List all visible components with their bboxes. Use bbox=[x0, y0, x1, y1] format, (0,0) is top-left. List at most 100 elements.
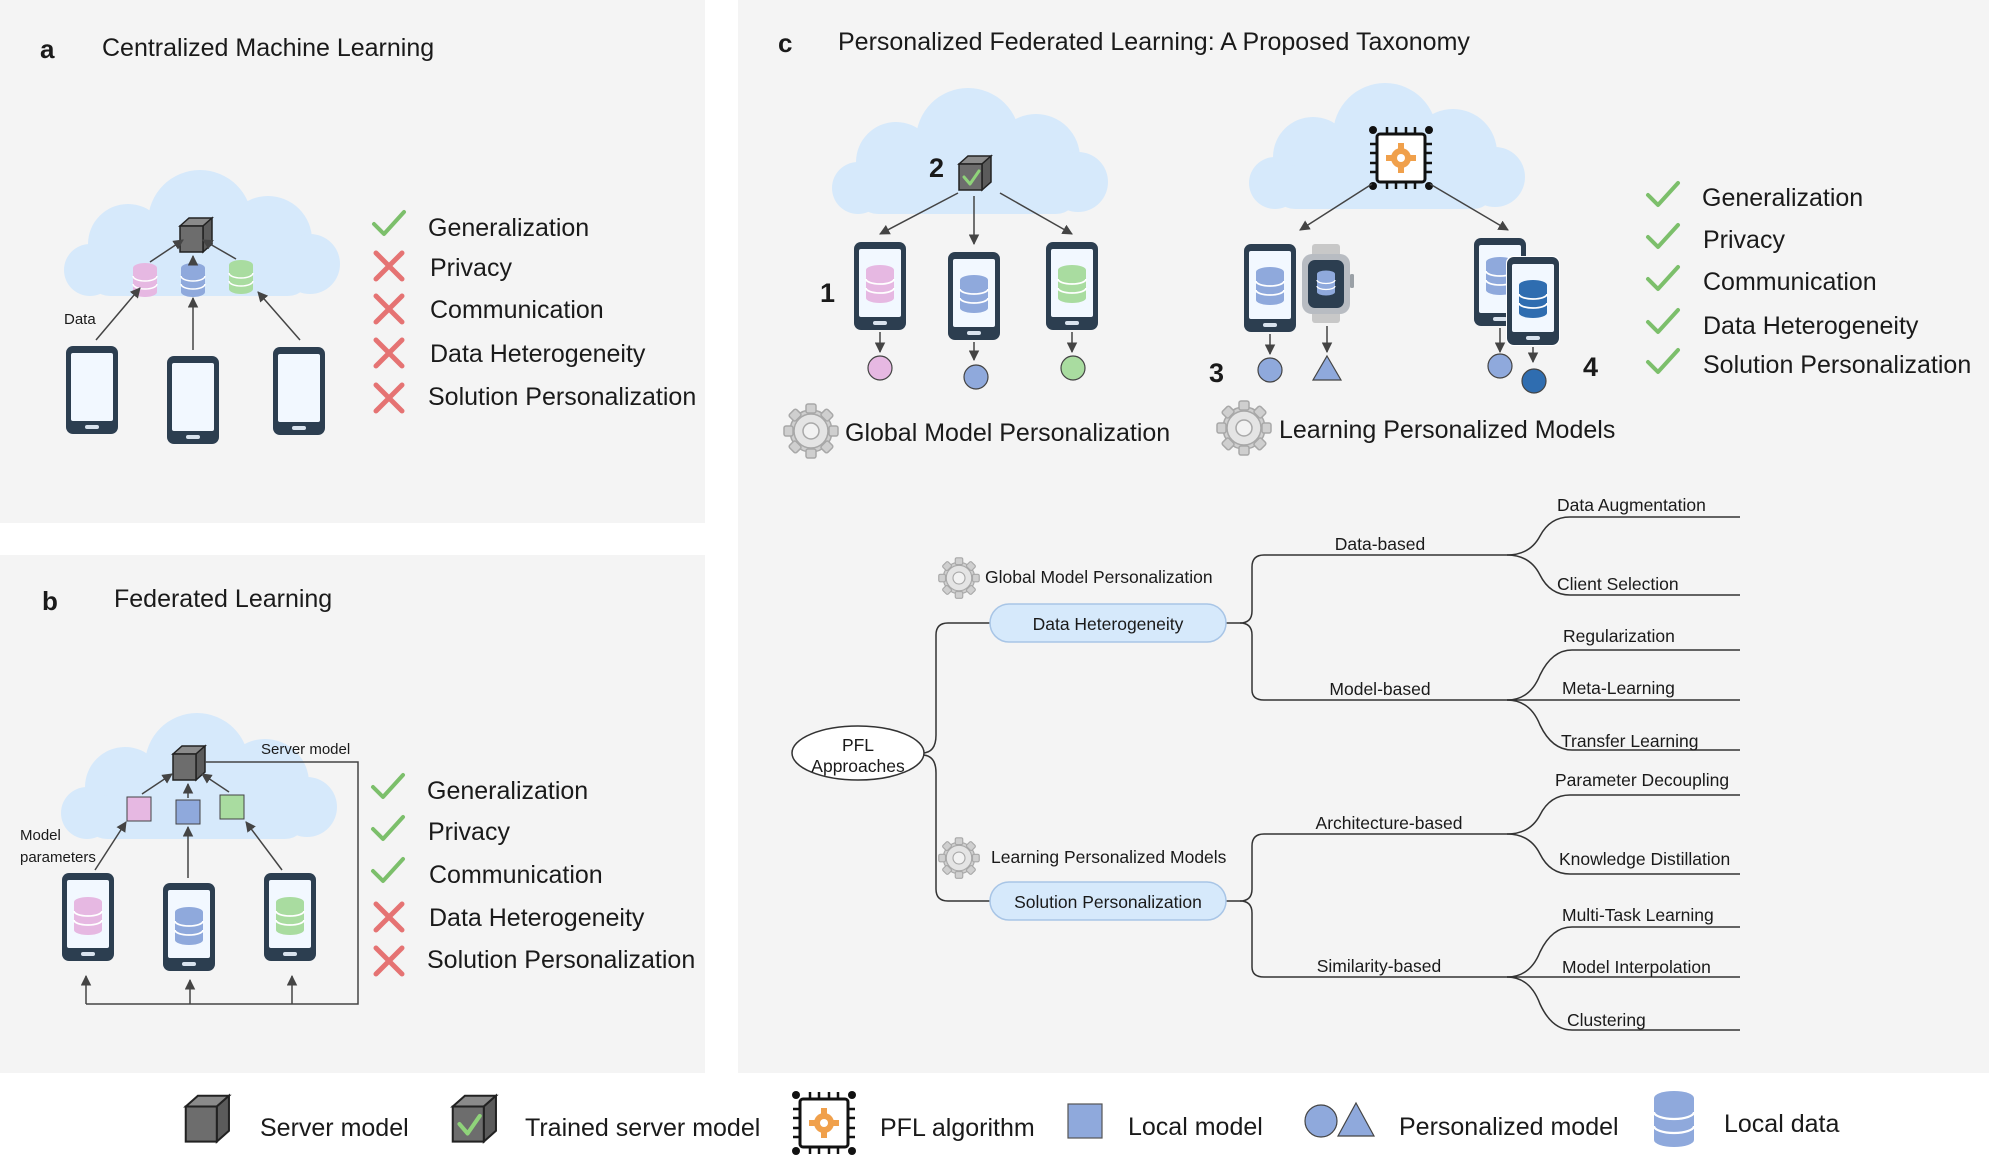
checklist-item: Communication bbox=[1703, 268, 1877, 296]
leaf-label: Clustering bbox=[1567, 1010, 1646, 1030]
personalized-model-circle bbox=[867, 355, 893, 381]
legend: Server model Trained server model PFL al… bbox=[184, 1089, 1839, 1157]
learning-personalized-models-label: Learning Personalized Models bbox=[1279, 416, 1615, 444]
panel-b-checklist: Generalization Privacy Communication Dat… bbox=[371, 773, 695, 974]
similarity-based-label: Similarity-based bbox=[1317, 956, 1441, 976]
gear-icon bbox=[938, 837, 980, 879]
phone-with-data bbox=[264, 873, 316, 961]
local-model-icon bbox=[126, 796, 152, 822]
phone-with-data bbox=[1244, 244, 1296, 332]
step-number: 4 bbox=[1583, 352, 1598, 382]
personalized-model-circle bbox=[1060, 355, 1086, 381]
local-model-icon bbox=[175, 799, 201, 825]
legend-trained-server-model-label: Trained server model bbox=[525, 1114, 760, 1142]
panel-c-title: Personalized Federated Learning: A Propo… bbox=[838, 28, 1470, 56]
data-based-label: Data-based bbox=[1335, 534, 1425, 554]
server-model-icon bbox=[172, 745, 206, 781]
personalized-model-circle bbox=[1257, 357, 1283, 383]
database-icon-blue bbox=[180, 263, 206, 297]
data-heterogeneity-label: Data Heterogeneity bbox=[1033, 614, 1184, 634]
leaf-label: Knowledge Distillation bbox=[1559, 849, 1730, 869]
smartwatch-icon bbox=[1302, 244, 1354, 323]
phone-with-data bbox=[1506, 256, 1560, 346]
architecture-based-label: Architecture-based bbox=[1316, 813, 1463, 833]
checklist-item: Communication bbox=[429, 861, 603, 889]
pfl-algorithm-icon bbox=[790, 1089, 858, 1157]
leaf-label: Model Interpolation bbox=[1562, 957, 1711, 977]
checklist-item: Privacy bbox=[430, 254, 512, 282]
database-icon-green bbox=[228, 260, 254, 294]
personalized-model-circle bbox=[1487, 353, 1513, 379]
phone-icon bbox=[66, 346, 118, 434]
personalized-model-circle bbox=[1304, 1104, 1338, 1138]
leaf-label: Client Selection bbox=[1557, 574, 1679, 594]
panel-b-letter: b bbox=[42, 586, 58, 616]
panel-a-letter: a bbox=[40, 34, 55, 64]
phone-with-data bbox=[1046, 242, 1098, 330]
step-number: 2 bbox=[929, 153, 944, 183]
root-node bbox=[791, 725, 925, 781]
data-heterogeneity-node bbox=[989, 603, 1227, 643]
leaf-label: Multi-Task Learning bbox=[1562, 905, 1714, 925]
legend-local-data-label: Local data bbox=[1724, 1110, 1839, 1138]
model-parameters-label: Model bbox=[20, 827, 61, 844]
checklist-item: Communication bbox=[430, 296, 604, 324]
checklist-item: Data Heterogeneity bbox=[429, 904, 645, 932]
legend-server-model-label: Server model bbox=[260, 1114, 409, 1142]
solution-personalization-node bbox=[989, 881, 1227, 921]
personalized-model-triangle bbox=[1311, 354, 1343, 381]
checklist-item: Generalization bbox=[427, 777, 588, 805]
model-based-label: Model-based bbox=[1329, 679, 1430, 699]
phone-icon bbox=[273, 347, 325, 435]
phone-with-data bbox=[854, 242, 906, 330]
checklist-item: Solution Personalization bbox=[427, 946, 695, 974]
panel-c-checklist: Generalization Privacy Communication Dat… bbox=[1646, 181, 1971, 379]
pfl-algorithm-icon bbox=[1367, 124, 1435, 192]
panel-c-letter: c bbox=[778, 28, 792, 58]
database-icon bbox=[1652, 1091, 1696, 1147]
branch-category-label: Learning Personalized Models bbox=[991, 847, 1227, 867]
legend-local-model-label: Local model bbox=[1128, 1113, 1263, 1141]
leaf-label: Meta-Learning bbox=[1562, 678, 1675, 698]
legend-personalized-model-label: Personalized model bbox=[1399, 1113, 1619, 1141]
panel-a-checklist: Generalization Privacy Communication Dat… bbox=[372, 210, 696, 411]
legend-server-model-icon bbox=[184, 1094, 230, 1143]
data-label: Data bbox=[64, 311, 96, 328]
leaf-label: Transfer Learning bbox=[1561, 731, 1698, 751]
checklist-item: Data Heterogeneity bbox=[430, 340, 646, 368]
checklist-item: Generalization bbox=[428, 214, 589, 242]
checklist-item: Generalization bbox=[1702, 184, 1863, 212]
server-model-icon bbox=[179, 217, 213, 253]
phone-with-data bbox=[62, 873, 114, 961]
gear-icon bbox=[938, 557, 980, 599]
model-parameters-label: parameters bbox=[20, 849, 96, 866]
global-model-personalization-label: Global Model Personalization bbox=[845, 419, 1170, 447]
checklist-item: Privacy bbox=[1703, 226, 1785, 254]
step-number: 1 bbox=[820, 278, 835, 308]
panel-a-title: Centralized Machine Learning bbox=[102, 34, 434, 62]
solution-personalization-label: Solution Personalization bbox=[1014, 892, 1202, 912]
gear-icon bbox=[1216, 400, 1272, 456]
server-model-label: Server model bbox=[261, 741, 350, 758]
taxonomy-tree-edges bbox=[921, 516, 1740, 1031]
step-number: 3 bbox=[1209, 358, 1224, 388]
trained-server-model-icon bbox=[959, 156, 991, 190]
phone-with-data bbox=[163, 883, 215, 971]
branch-category-label: Global Model Personalization bbox=[985, 567, 1213, 587]
phone-icon bbox=[167, 356, 219, 444]
checklist-item: Solution Personalization bbox=[428, 383, 696, 411]
checklist-item: Privacy bbox=[428, 818, 510, 846]
legend-trained-server-model-icon bbox=[453, 1096, 496, 1142]
leaf-label: Data Augmentation bbox=[1557, 495, 1706, 515]
checklist-item: Solution Personalization bbox=[1703, 351, 1971, 379]
leaf-label: Regularization bbox=[1563, 626, 1675, 646]
leaf-label: Parameter Decoupling bbox=[1555, 770, 1729, 790]
phone-with-data bbox=[948, 252, 1000, 340]
personalized-model-triangle bbox=[1336, 1101, 1376, 1137]
root-node-label: Approaches bbox=[811, 756, 905, 776]
personalized-model-circle bbox=[1521, 368, 1547, 394]
root-node-label: PFL bbox=[842, 735, 874, 755]
panel-b-title: Federated Learning bbox=[114, 585, 332, 613]
personalized-model-circle bbox=[963, 364, 989, 390]
